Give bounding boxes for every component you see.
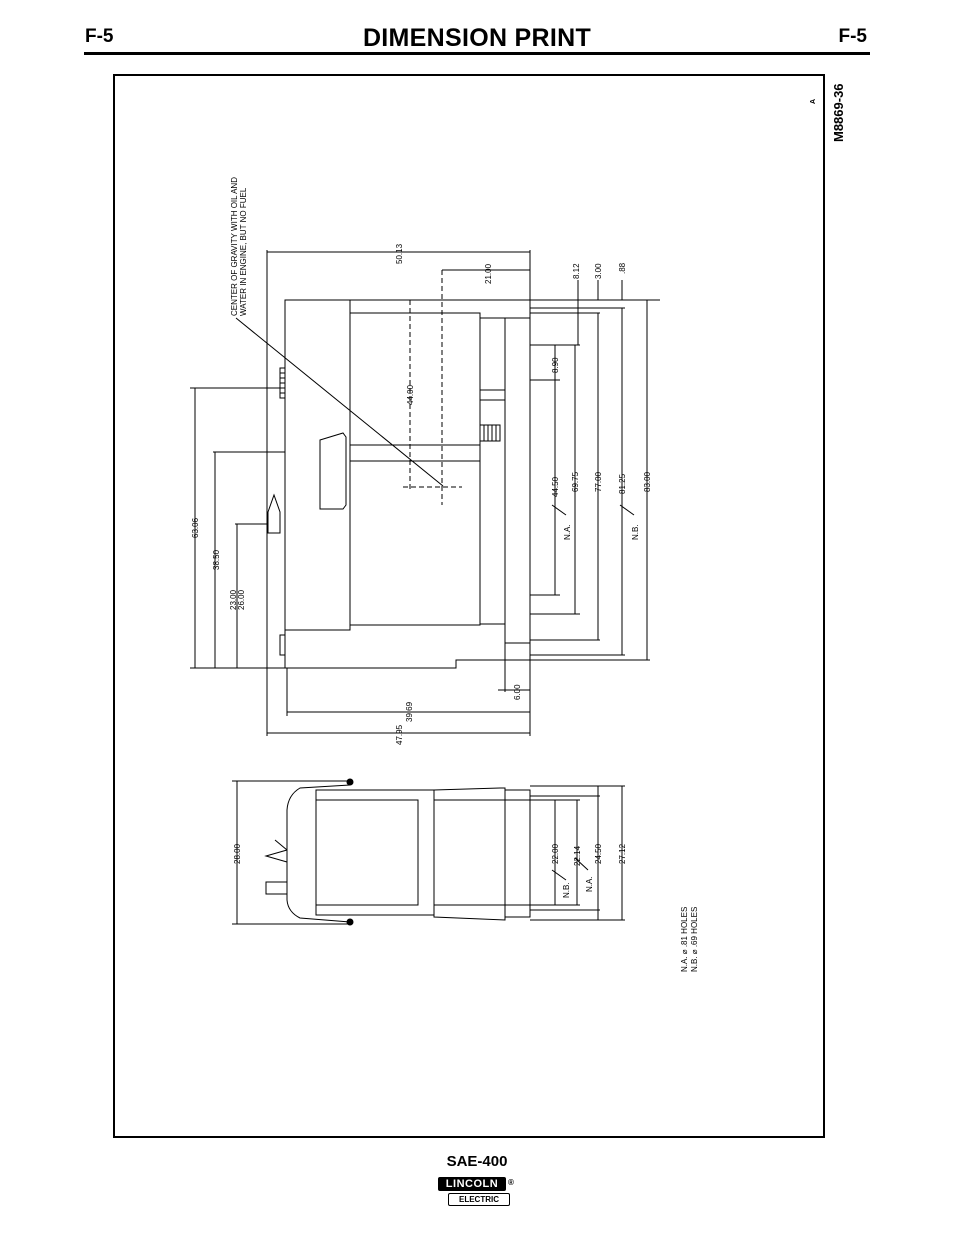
drawing-frame <box>113 74 825 1138</box>
nb-leader <box>619 504 635 516</box>
dim-nb-label: N.B. <box>631 524 640 540</box>
dim-26-00: 26.00 <box>237 589 246 610</box>
cg-leader <box>235 317 444 487</box>
dim-end-na-label: N.A. <box>585 876 594 892</box>
na-leader <box>551 504 567 516</box>
dim-83-00: 83.00 <box>643 471 652 492</box>
dim-0-88: .88 <box>618 262 627 274</box>
revision-letter: A <box>810 99 817 104</box>
dim-8-90: 8.90 <box>551 357 560 373</box>
end-view-dimensions <box>232 780 625 925</box>
dim-50-13: 50.13 <box>395 243 404 264</box>
registered-mark: ® <box>508 1178 514 1187</box>
dim-44-50: 44.50 <box>551 476 560 497</box>
dim-77-00: 77.00 <box>594 471 603 492</box>
model-name: SAE-400 <box>446 1153 508 1170</box>
dim-23-00: 23.00 <box>229 589 238 610</box>
dim-44-00: 44.00 <box>406 384 415 405</box>
side-right-dimensions <box>530 300 650 661</box>
page-title: DIMENSION PRINT <box>362 24 592 52</box>
page-number-left: F-5 <box>85 26 114 47</box>
cg-note-line1: CENTER OF GRAVITY WITH OIL AND <box>230 177 239 316</box>
dim-39-69: 39.69 <box>405 701 414 722</box>
dim-38-50: 38.50 <box>212 549 221 570</box>
side-view-machine <box>267 270 531 669</box>
end-view-machine <box>264 778 531 926</box>
header-rule <box>84 52 870 55</box>
note-na-holes: N.A. ⌀ .81 HOLES <box>680 907 689 972</box>
dim-69-75: 69.75 <box>571 471 580 492</box>
note-nb-holes: N.B. ⌀ .69 HOLES <box>690 907 699 972</box>
side-top-dimensions <box>266 250 660 452</box>
dim-47-95: 47.95 <box>395 724 404 745</box>
end-nb-leader <box>551 869 567 881</box>
dim-24-50: 24.50 <box>594 843 603 864</box>
side-left-dimensions <box>190 387 285 669</box>
logo-top-text: LINCOLN <box>438 1177 506 1191</box>
drawing-number: M8869-36 <box>831 83 846 142</box>
dim-6-00: 6.00 <box>513 684 522 700</box>
page-number-right: F-5 <box>838 26 868 47</box>
side-bottom-dimensions <box>266 452 531 736</box>
dim-63-06: 63.06 <box>191 517 200 538</box>
dim-22-00: 22.00 <box>551 843 560 864</box>
dim-8-12: 8.12 <box>572 263 581 279</box>
dim-22-14: 22.14 <box>573 845 582 866</box>
dim-81-25: 81.25 <box>618 473 627 494</box>
dim-na-label: N.A. <box>563 524 572 540</box>
lincoln-electric-logo: LINCOLN ELECTRIC ® <box>438 1177 518 1207</box>
dim-3-00: 3.00 <box>594 263 603 279</box>
dim-end-nb-label: N.B. <box>562 882 571 898</box>
end-na-leader <box>574 857 589 871</box>
cg-note-line2: WATER IN ENGINE, BUT NO FUEL <box>239 187 248 316</box>
dim-21-00: 21.00 <box>484 263 493 284</box>
dim-27-12: 27.12 <box>618 843 627 864</box>
logo-bottom-text: ELECTRIC <box>448 1193 510 1206</box>
dim-28-00: 28.00 <box>233 843 242 864</box>
